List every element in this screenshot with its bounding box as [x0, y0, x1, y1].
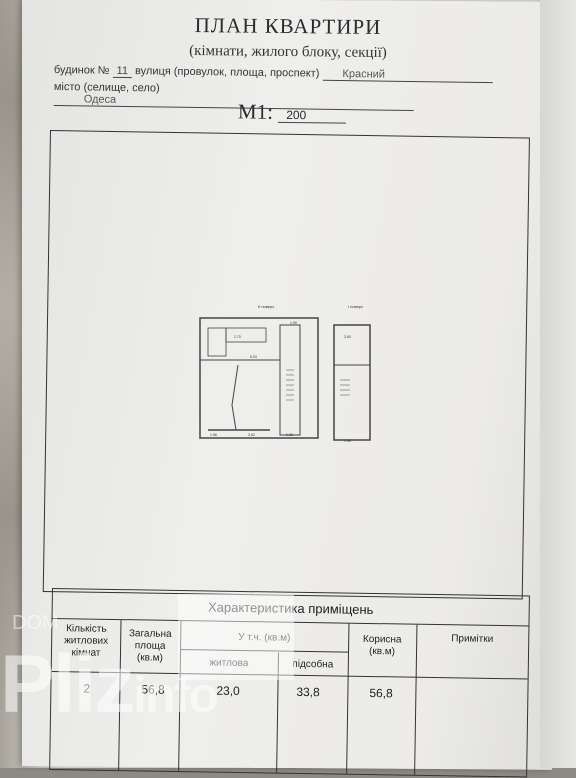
dim-label: 1.96 — [344, 439, 351, 443]
floor2-label: II поверх — [258, 304, 274, 309]
divider — [414, 624, 418, 775]
divider — [346, 623, 350, 774]
dim-label: 2.70 — [234, 335, 241, 339]
dim-label: 1.96 — [210, 433, 217, 437]
scale-label: М1: — [237, 99, 274, 124]
street-value: Красний — [322, 67, 493, 84]
dim-label: 5.03 — [250, 355, 257, 359]
dim-label: 2.60 — [344, 335, 351, 339]
header-useful: Корисна (кв.м) — [362, 633, 402, 658]
adjacent-sheet — [540, 0, 576, 768]
watermark-logo: Plizinfo — [0, 638, 219, 732]
dim-label: 1.96 — [286, 433, 293, 437]
value-auxiliary: 33,8 — [296, 684, 320, 700]
watermark-suffix: info — [133, 667, 219, 723]
scale-value: 200 — [278, 107, 347, 124]
dim-label: 2.62 — [248, 433, 255, 437]
scale-line: М1: 200 — [238, 99, 347, 125]
street-label: вулиця (провулок, площа, проспект) — [134, 65, 320, 80]
value-useful: 56,8 — [369, 685, 393, 701]
header-notes: Примітки — [451, 633, 494, 645]
house-label: будинок № — [53, 64, 110, 77]
house-number: 11 — [112, 64, 133, 79]
watermark-box — [178, 594, 294, 680]
value-living: 23,0 — [216, 683, 240, 698]
floor-plan-drawing: II поверх I поверх 1.96 2.62 1.96 2.70 5… — [199, 304, 371, 443]
floor1-label: I поверх — [348, 304, 363, 309]
watermark-brand: Pliz — [0, 639, 135, 730]
dim-label: 1.90 — [290, 321, 297, 325]
watermark-dom: DOM — [12, 612, 59, 634]
